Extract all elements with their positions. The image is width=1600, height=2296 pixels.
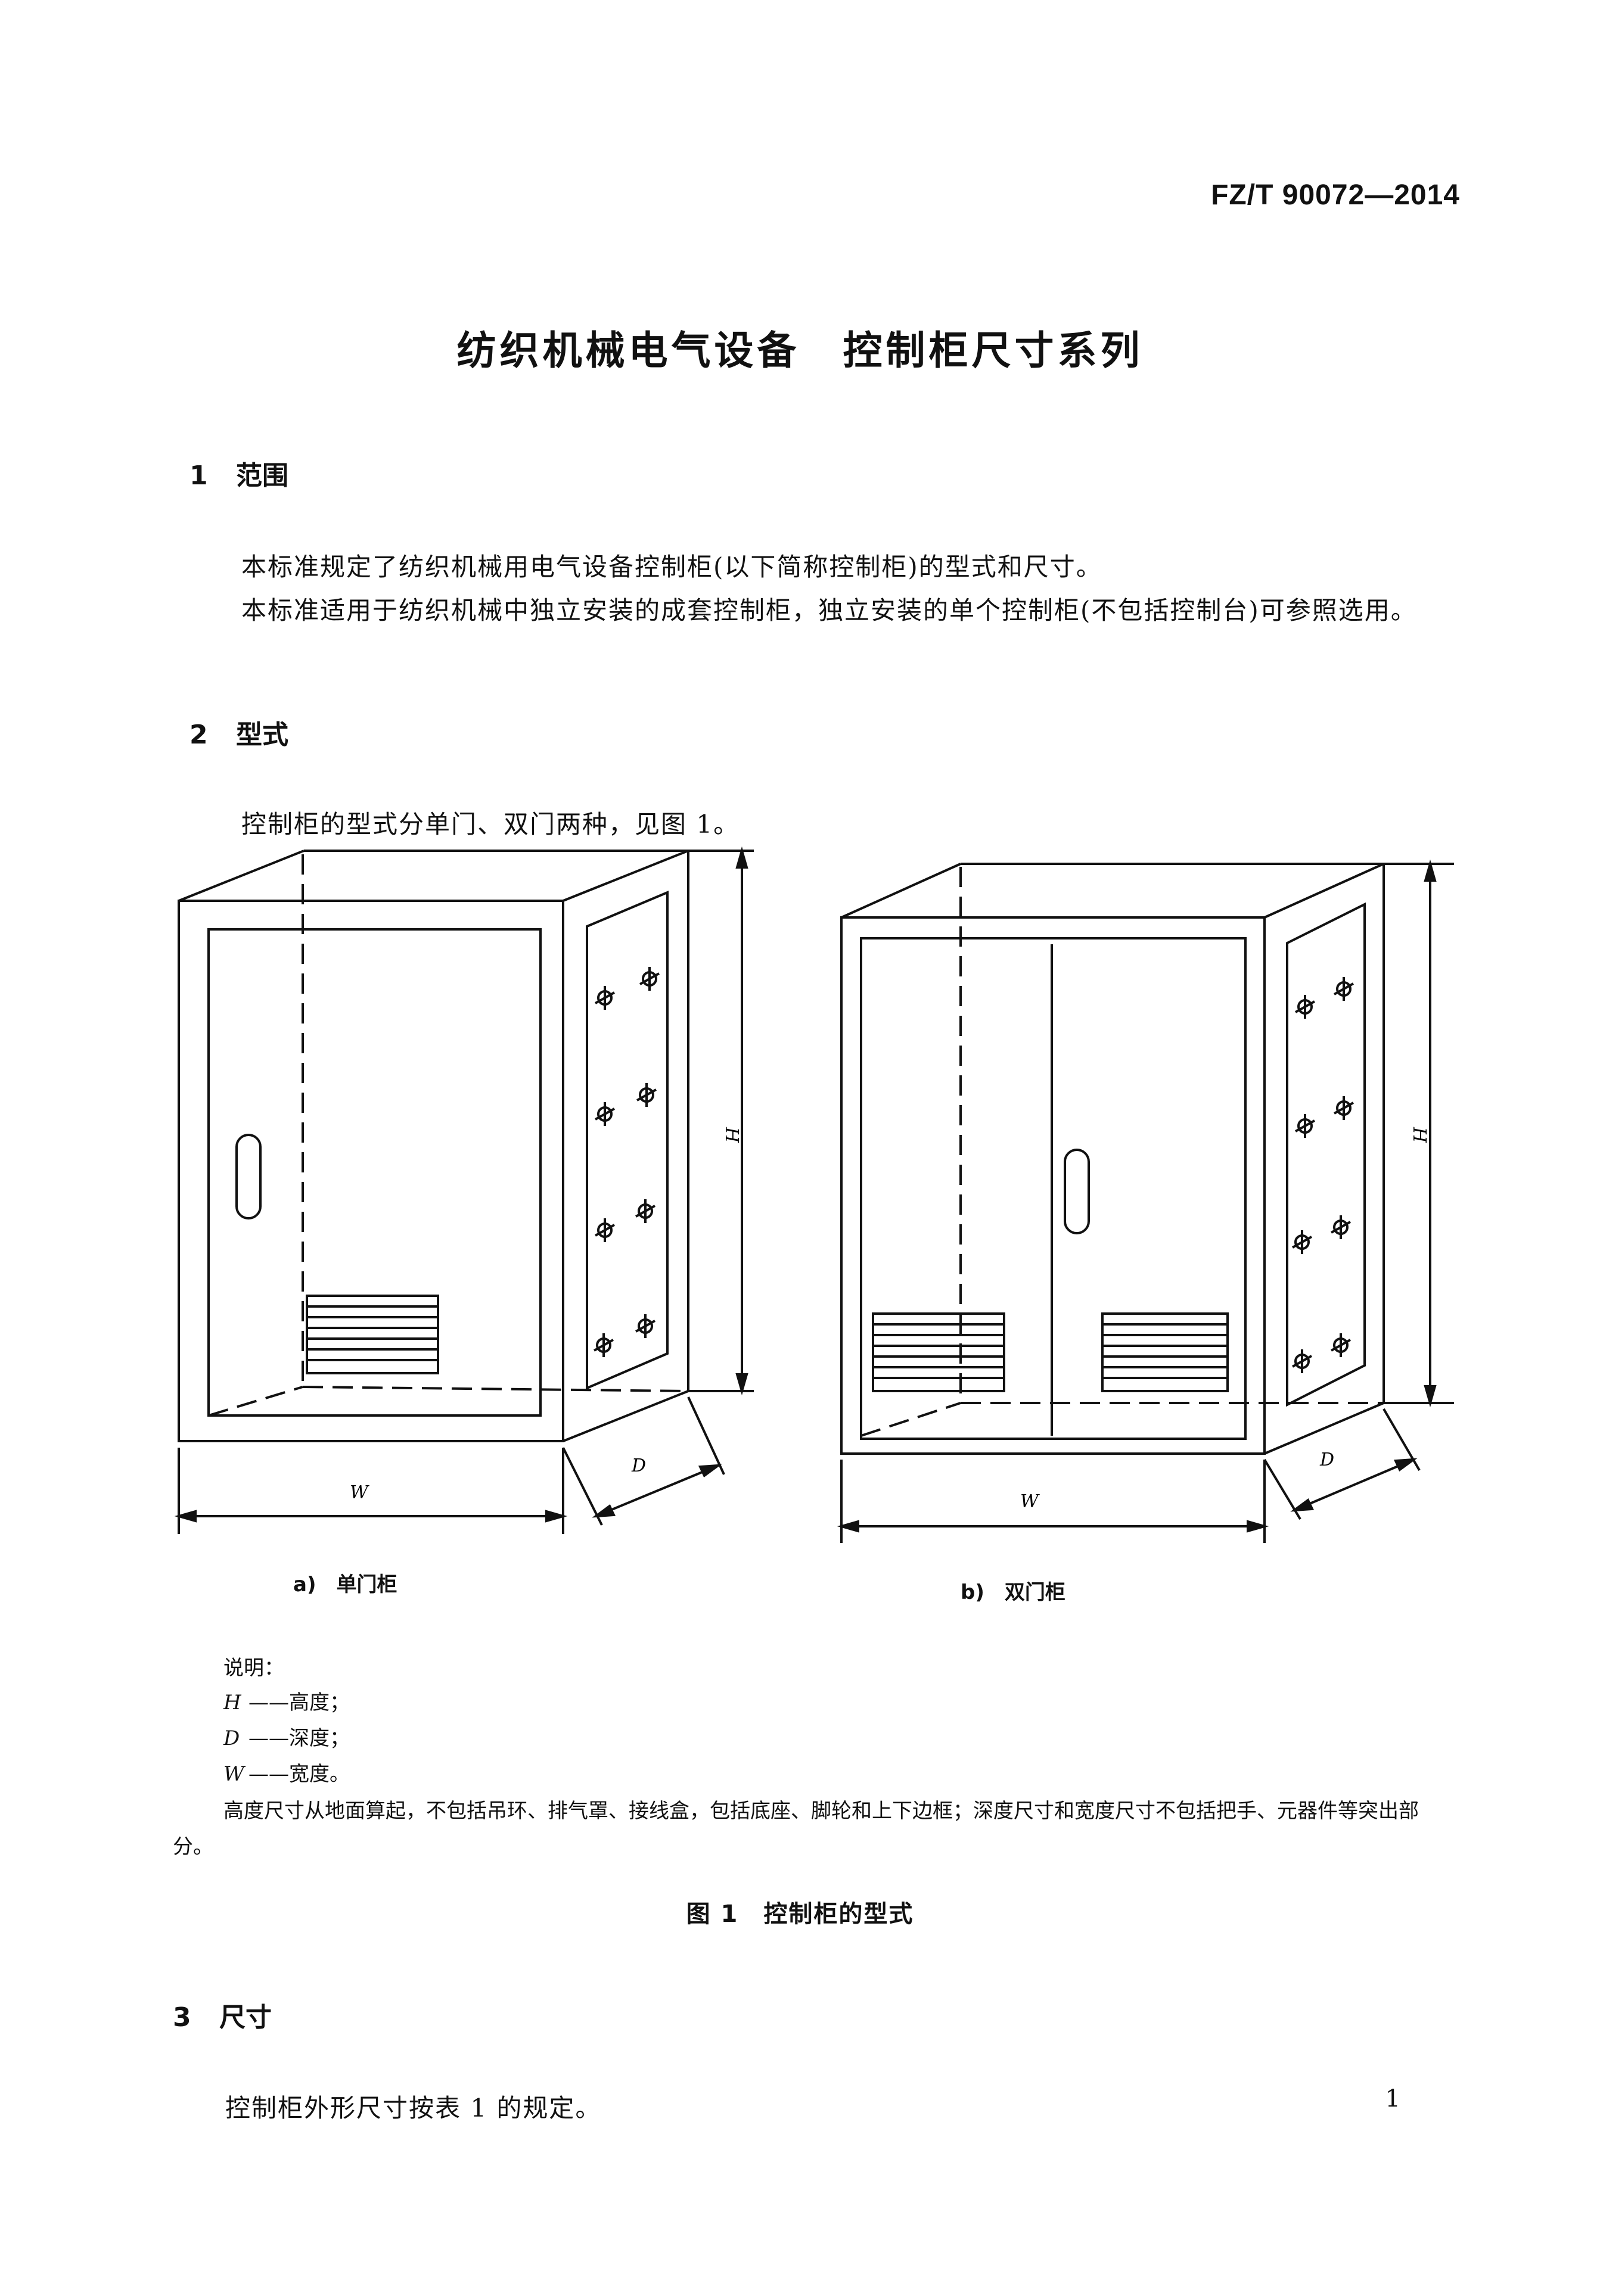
note-symbol: H: [223, 1691, 241, 1715]
section-1-paragraph-2: 本标准适用于纺织机械中独立安装的成套控制柜，独立安装的单个控制柜(不包括控制台)…: [241, 596, 1417, 625]
subfigure-b-caption: b) 双门柜: [961, 1581, 1065, 1604]
depth-label-b: D: [1319, 1449, 1334, 1470]
note-symbol: D: [223, 1726, 240, 1750]
section-number: 3: [173, 2002, 191, 2033]
vent-grille-left: [872, 1312, 1005, 1392]
section-3-heading: 3 尺寸: [173, 1996, 272, 2034]
section-2-paragraph-1: 控制柜的型式分单门、双门两种，见图 1。: [241, 810, 740, 839]
section-2-heading: 2 型式: [189, 713, 288, 751]
note-width: W——宽度。: [223, 1757, 350, 1787]
height-label-a: H: [721, 1127, 742, 1143]
notes-title: 说明：: [223, 1656, 284, 1680]
subfigure-a-caption: a) 单门柜: [293, 1573, 397, 1597]
depth-label-a: D: [631, 1455, 646, 1476]
note-text: ——宽度。: [248, 1762, 350, 1786]
width-label-b: W: [1020, 1491, 1040, 1512]
vent-grille-right: [1101, 1312, 1229, 1392]
section-1-paragraph-1: 本标准规定了纺织机械用电气设备控制柜(以下简称控制柜)的型式和尺寸。: [241, 552, 1102, 581]
document-title: 纺织机械电气设备 控制柜尺寸系列: [456, 328, 1144, 374]
note-text: ——深度；: [248, 1726, 350, 1750]
section-title: 型式: [236, 720, 288, 750]
figure-1-caption: 图 1 控制柜的型式: [686, 1900, 914, 1928]
vent-grille: [306, 1295, 439, 1374]
notes-paragraph: 高度尺寸从地面算起，不包括吊环、排气罩、接线盒，包括底座、脚轮和上下边框；深度尺…: [173, 1799, 1419, 1859]
height-label-b: H: [1409, 1127, 1430, 1143]
width-label-a: W: [350, 1482, 369, 1503]
note-depth: D ——深度；: [223, 1722, 350, 1751]
section-1-heading: 1 范围: [189, 454, 288, 492]
section-title: 尺寸: [219, 2002, 272, 2033]
double-door-cabinet: [837, 859, 1454, 1543]
section-title: 范围: [236, 461, 288, 491]
section-number: 2: [189, 720, 208, 750]
note-symbol: W: [223, 1762, 244, 1786]
section-3-paragraph-1: 控制柜外形尺寸按表 1 的规定。: [225, 2093, 602, 2123]
single-door-cabinet: [174, 846, 754, 1534]
panel-bolts-a: [593, 966, 660, 1358]
page-number: 1: [1385, 2085, 1400, 2113]
standard-number: FZ/T 90072—2014: [1211, 179, 1460, 211]
panel-bolts-b: [1291, 976, 1354, 1374]
section-number: 1: [189, 461, 208, 491]
note-height: H ——高度；: [223, 1686, 350, 1715]
note-text: ——高度；: [248, 1691, 350, 1715]
